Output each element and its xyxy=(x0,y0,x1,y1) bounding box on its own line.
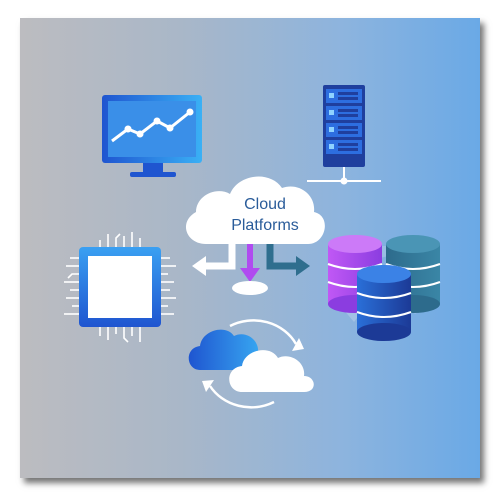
database-stack-icon xyxy=(327,235,441,341)
cpu-chip-icon xyxy=(64,232,176,343)
arrow-right-icon xyxy=(266,244,310,276)
center-cloud-label: Cloud Platforms xyxy=(195,194,335,236)
center-label-line2: Platforms xyxy=(231,217,299,234)
diagram-canvas: Cloud Platforms xyxy=(20,18,480,478)
cloud-icon xyxy=(229,350,314,392)
center-label-line1: Cloud xyxy=(244,196,286,213)
center-cloud-shape xyxy=(185,176,325,244)
arrow-left-icon xyxy=(192,244,236,276)
diagram-svg xyxy=(64,85,441,409)
arrow-down-icon xyxy=(232,244,268,295)
server-rack-icon xyxy=(307,85,381,185)
monitor-chart-icon xyxy=(102,95,202,177)
